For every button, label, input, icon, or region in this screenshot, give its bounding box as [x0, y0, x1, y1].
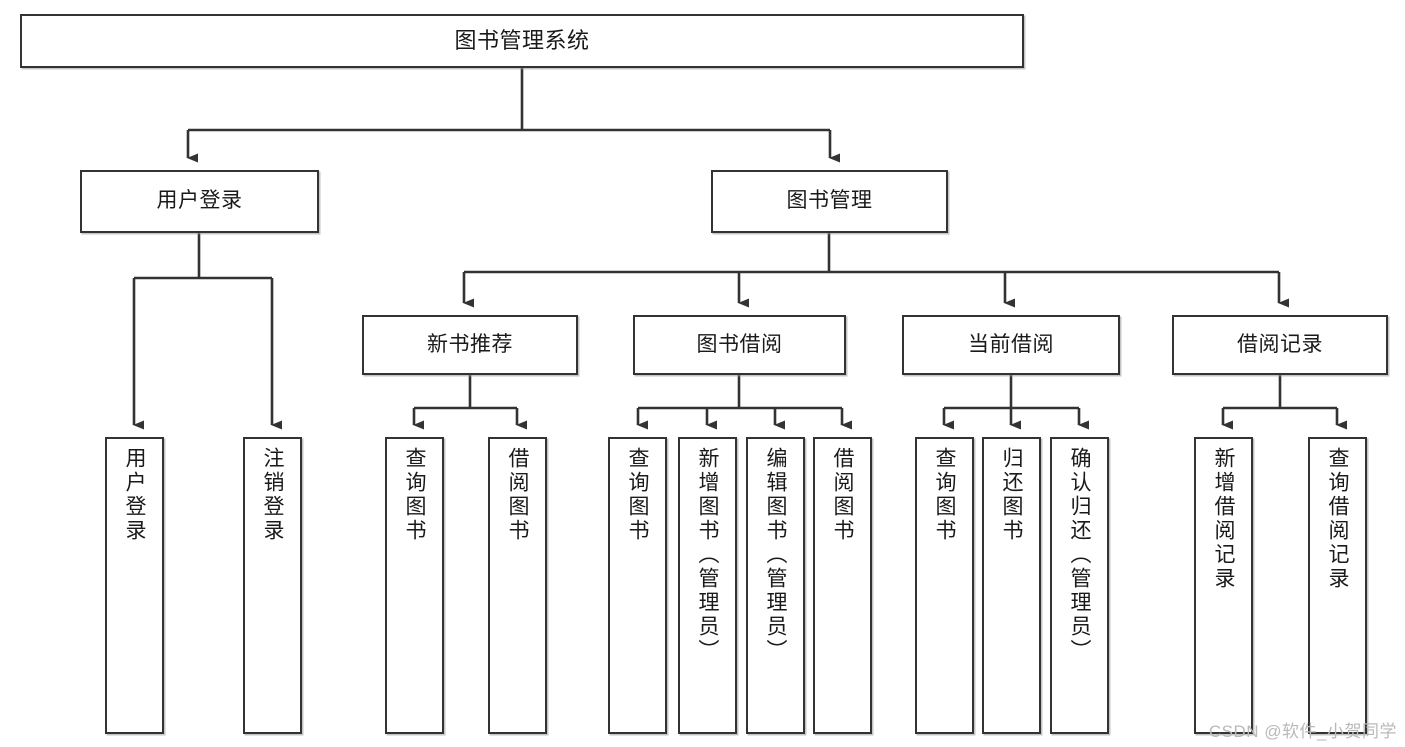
node-leaf-add-record[interactable]: 新增借阅记录: [1194, 437, 1253, 734]
node-book-manage-label: 图书管理: [786, 189, 873, 213]
node-leaf-query-book-3-label: 查询图书: [933, 447, 956, 543]
node-leaf-user-login-label: 用户登录: [123, 447, 146, 543]
node-leaf-return-book[interactable]: 归还图书: [982, 437, 1041, 734]
node-leaf-add-book-label: 新增图书（管理员）: [696, 447, 719, 663]
node-current-borrow[interactable]: 当前借阅: [902, 315, 1120, 375]
node-leaf-query-record[interactable]: 查询借阅记录: [1308, 437, 1367, 734]
node-leaf-query-book-2-label: 查询图书: [626, 447, 649, 543]
watermark-text: CSDN @软件_小贺同学: [1208, 722, 1397, 741]
node-leaf-logout-login-label: 注销登录: [261, 447, 284, 543]
node-root-label: 图书管理系统: [454, 28, 590, 54]
node-leaf-borrow-book-2[interactable]: 借阅图书: [813, 437, 872, 734]
node-borrow-record-label: 借阅记录: [1237, 332, 1323, 356]
node-book-manage[interactable]: 图书管理: [711, 170, 948, 233]
node-new-book-recommend-label: 新书推荐: [427, 332, 513, 356]
node-current-borrow-label: 当前借阅: [968, 332, 1054, 356]
node-leaf-query-book-1[interactable]: 查询图书: [385, 437, 444, 734]
node-leaf-edit-book-label: 编辑图书（管理员）: [764, 447, 787, 663]
node-leaf-user-login[interactable]: 用户登录: [105, 437, 164, 734]
node-leaf-add-book[interactable]: 新增图书（管理员）: [678, 437, 737, 734]
node-leaf-return-book-label: 归还图书: [1000, 447, 1023, 543]
node-leaf-query-record-label: 查询借阅记录: [1326, 447, 1349, 591]
node-leaf-add-record-label: 新增借阅记录: [1212, 447, 1235, 591]
node-borrow-record[interactable]: 借阅记录: [1172, 315, 1388, 375]
node-leaf-logout-login[interactable]: 注销登录: [243, 437, 302, 734]
node-leaf-edit-book[interactable]: 编辑图书（管理员）: [746, 437, 805, 734]
node-book-borrow[interactable]: 图书借阅: [633, 315, 846, 375]
node-user-login-label: 用户登录: [156, 189, 243, 213]
node-leaf-query-book-1-label: 查询图书: [403, 447, 426, 543]
node-leaf-query-book-2[interactable]: 查询图书: [608, 437, 667, 734]
node-user-login[interactable]: 用户登录: [80, 170, 319, 233]
node-root-system[interactable]: 图书管理系统: [20, 14, 1024, 68]
node-leaf-borrow-book-1[interactable]: 借阅图书: [488, 437, 547, 734]
node-leaf-query-book-3[interactable]: 查询图书: [915, 437, 974, 734]
node-leaf-confirm-return-label: 确认归还（管理员）: [1068, 447, 1091, 663]
node-new-book-recommend[interactable]: 新书推荐: [362, 315, 578, 375]
node-leaf-borrow-book-1-label: 借阅图书: [506, 447, 529, 543]
node-book-borrow-label: 图书借阅: [696, 332, 783, 356]
node-leaf-borrow-book-2-label: 借阅图书: [831, 447, 854, 543]
node-leaf-confirm-return[interactable]: 确认归还（管理员）: [1050, 437, 1109, 734]
